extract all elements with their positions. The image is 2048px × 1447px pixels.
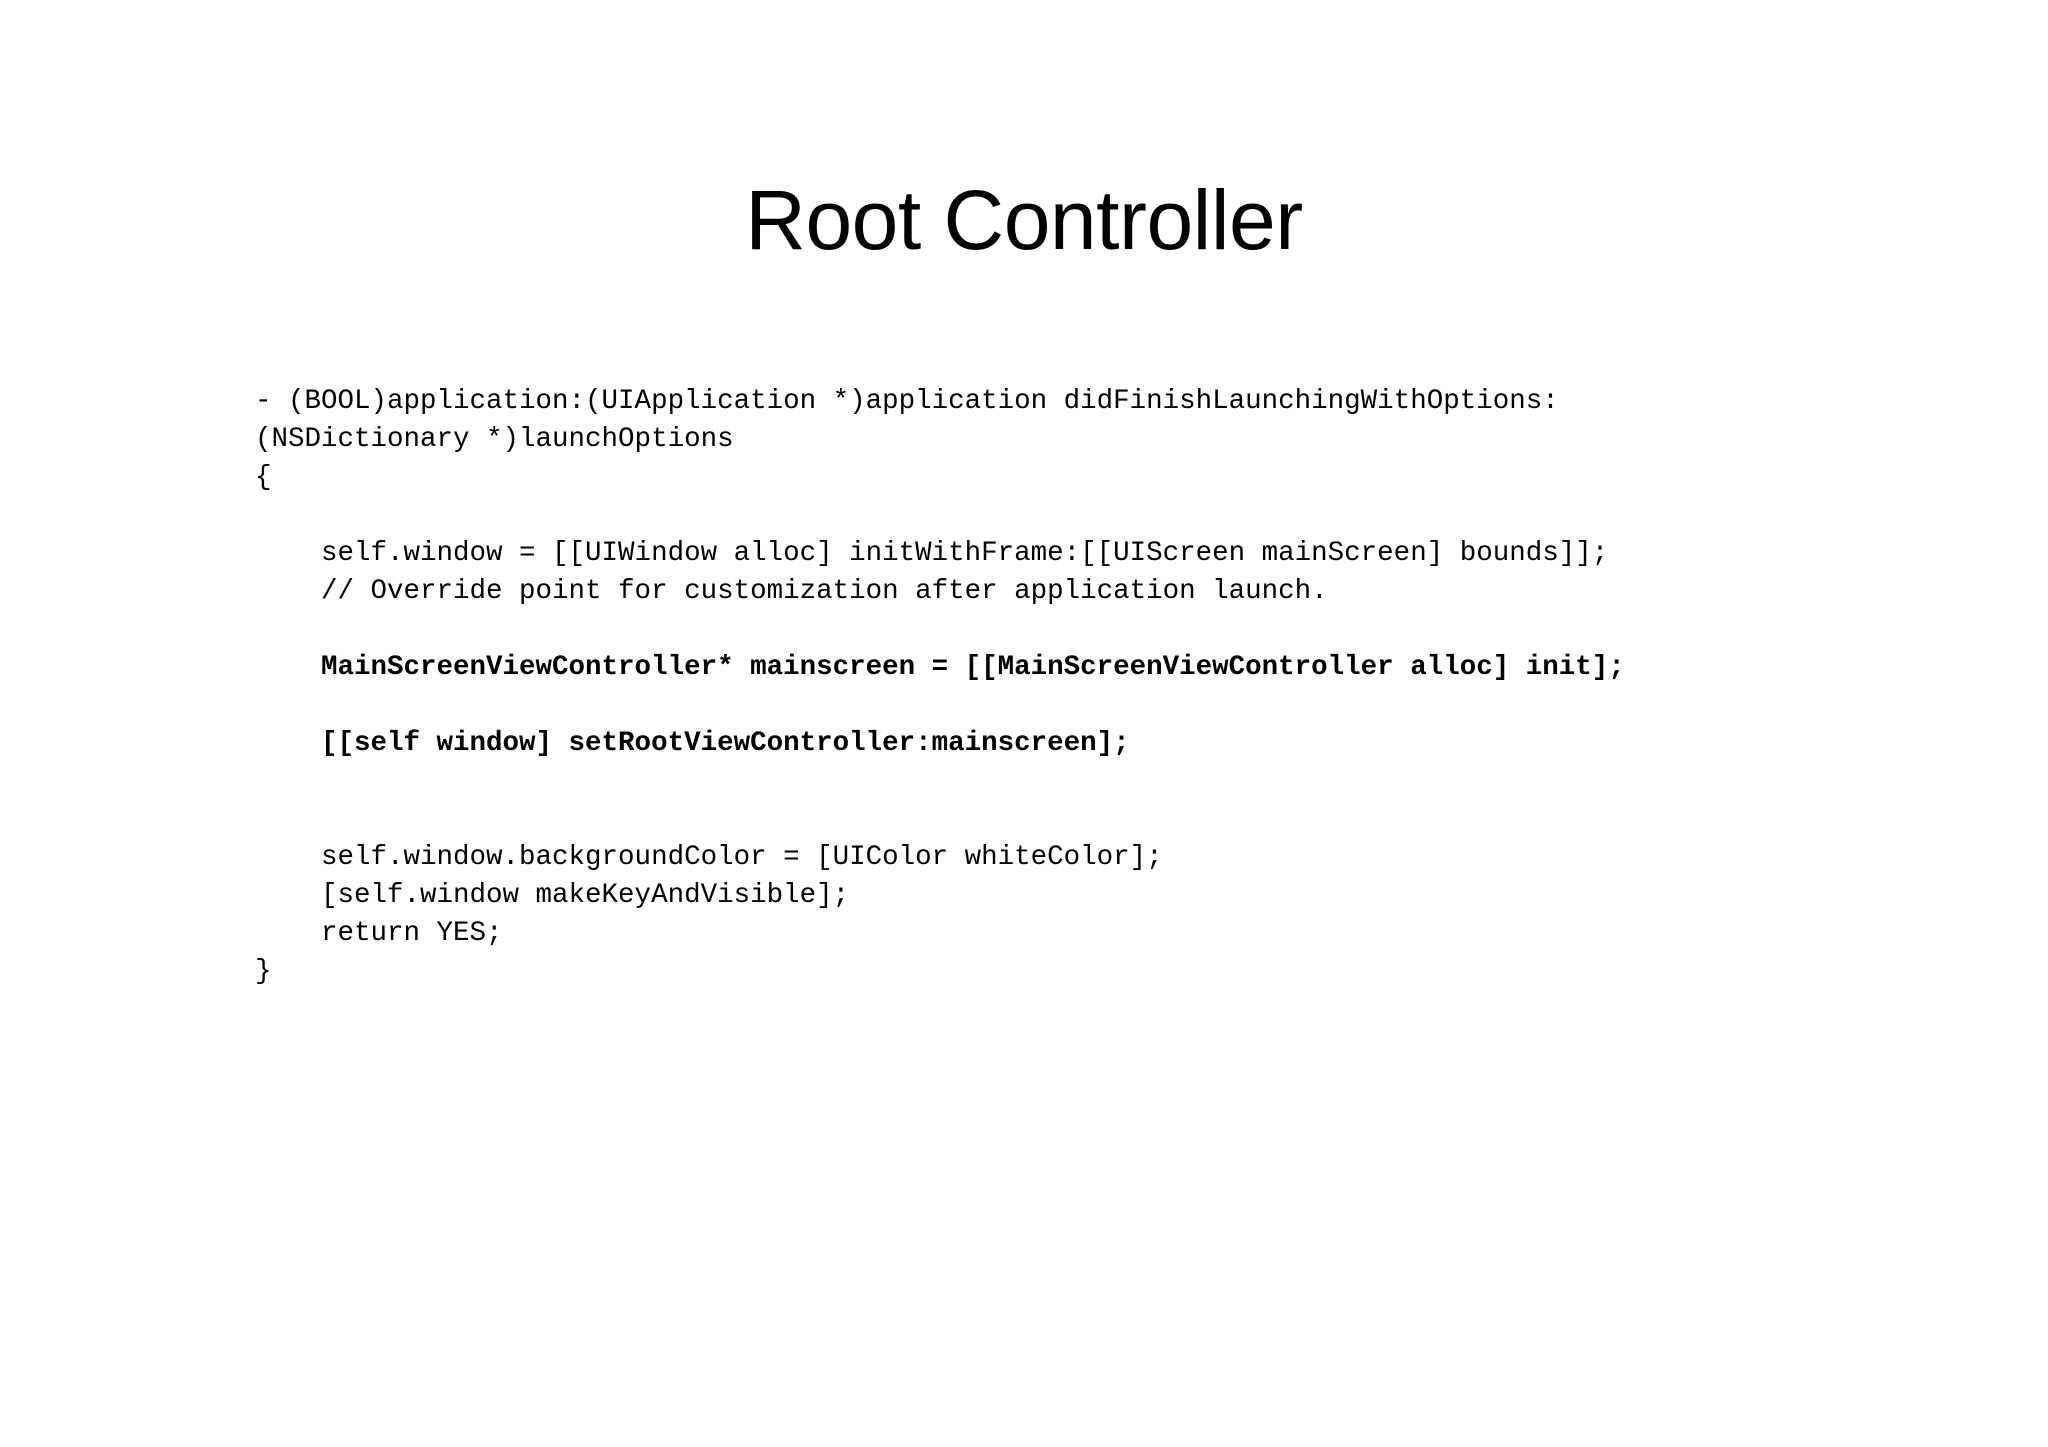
code-line: { [255,462,272,493]
code-line: [self.window makeKeyAndVisible]; [255,880,850,911]
code-line: (NSDictionary *)launchOptions [255,424,734,455]
code-line: } [255,956,272,987]
code-line: MainScreenViewController* mainscreen = [… [255,652,1625,683]
code-line-blank [255,611,1995,649]
code-line-blank [255,801,1995,839]
code-line: - (BOOL)application:(UIApplication *)app… [255,386,1559,417]
code-line: self.window = [[UIWindow alloc] initWith… [255,538,1609,569]
code-line-blank [255,687,1995,725]
code-line-blank [255,497,1995,535]
code-line: return YES; [255,918,503,949]
code-line: [[self window] setRootViewController:mai… [255,728,1130,759]
page-title: Root Controller [745,173,1303,267]
code-line: // Override point for customization afte… [255,576,1328,607]
code-line-blank [255,763,1995,801]
code-line: self.window.backgroundColor = [UIColor w… [255,842,1163,873]
code-block: - (BOOL)application:(UIApplication *)app… [255,383,1995,991]
